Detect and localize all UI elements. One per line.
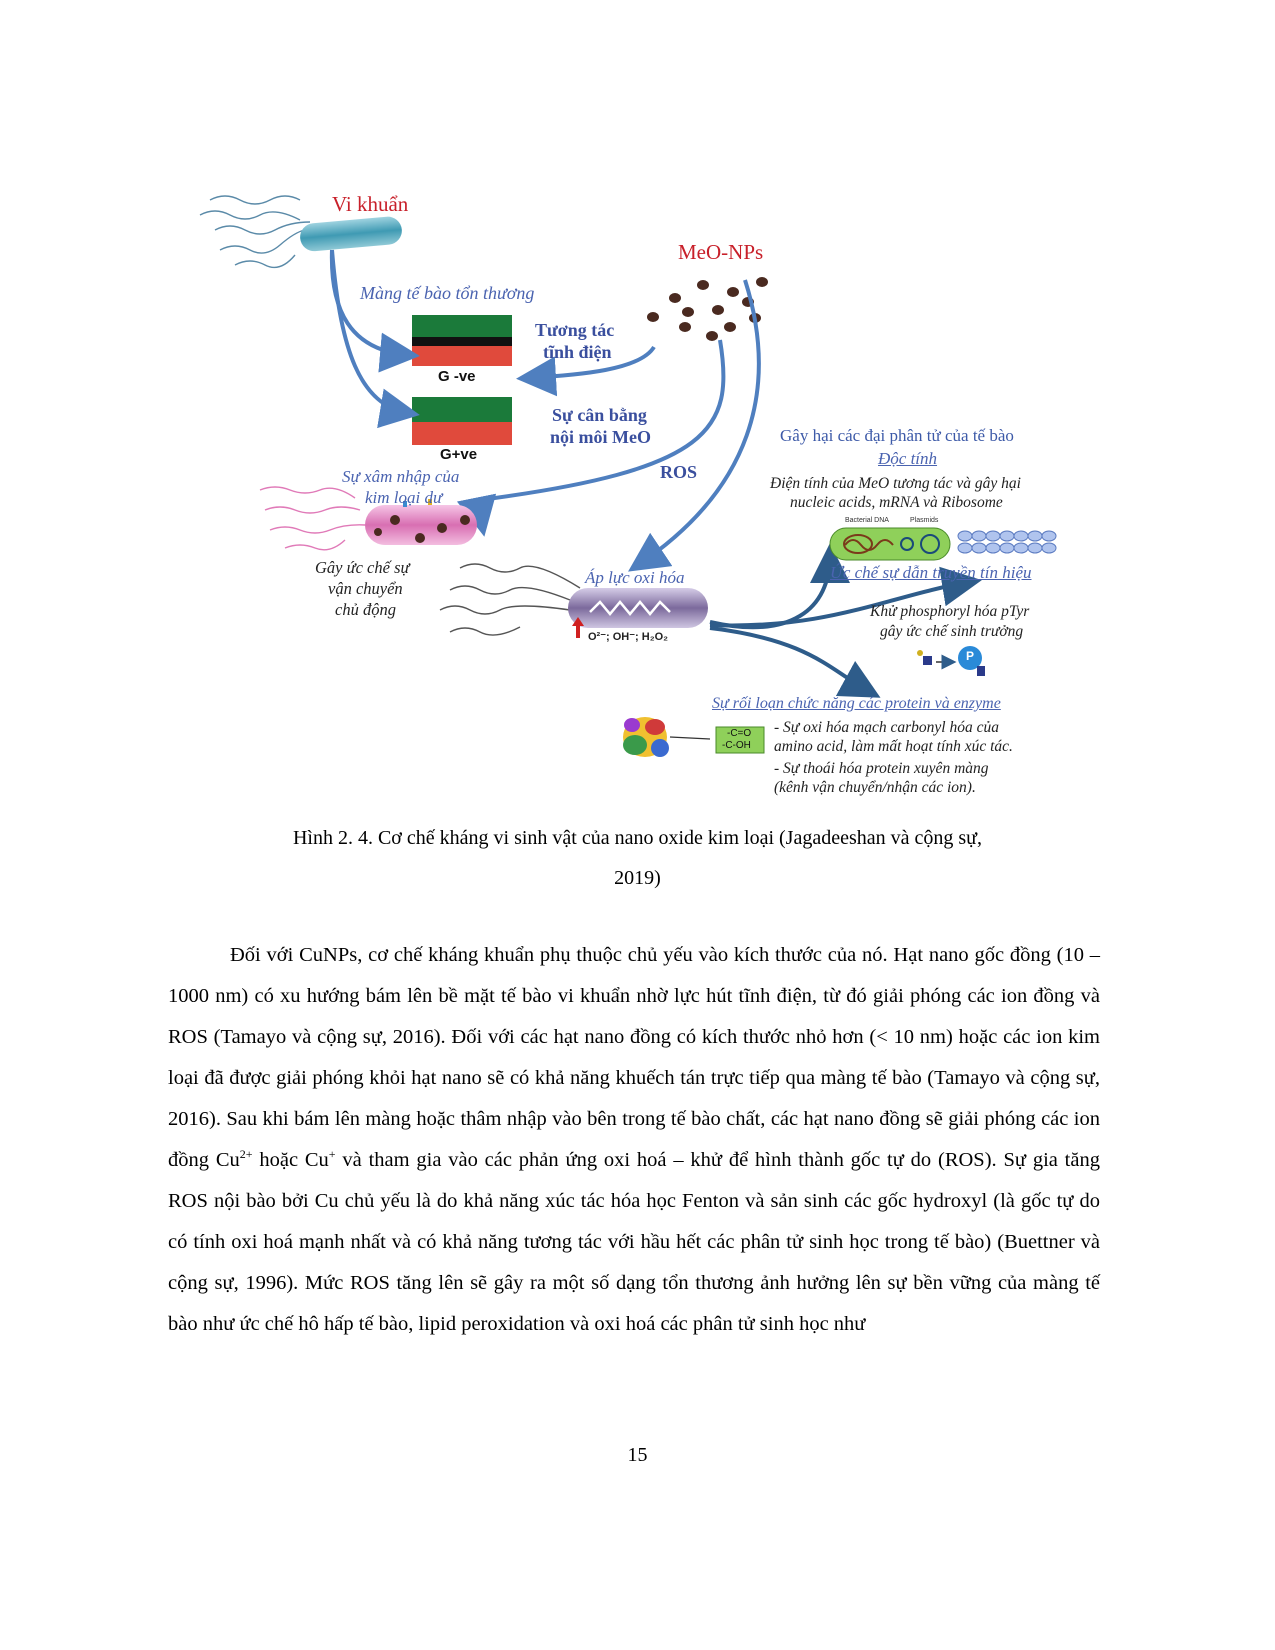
label-bacterial-dna: Bacterial DNA — [845, 517, 889, 524]
paragraph-text-3: và tham gia vào các phản ứng oxi hoá – k… — [168, 1149, 1100, 1335]
dna-plasmid-cell — [829, 527, 1057, 561]
label-roi-loan: Sự rối loạn chức năng các protein và enz… — [712, 695, 1001, 712]
label-uc-che-3: chủ động — [335, 600, 396, 619]
label-g-pos: G+ve — [440, 446, 478, 463]
label-mang-te-bao: Màng tế bào tổn thương — [360, 283, 535, 303]
membrane-gram-negative — [412, 315, 512, 366]
label-dien-tinh-1: Điện tính của MeO tương tác và gây hại — [770, 475, 1021, 492]
label-khu-phos-1: Khử phosphoryl hóa pTyr — [870, 603, 1030, 620]
caption-line-1: Hình 2. 4. Cơ chế kháng vi sinh vật của … — [292, 827, 983, 849]
figure-caption: Hình 2. 4. Cơ chế kháng vi sinh vật của … — [160, 818, 1115, 898]
label-xam-nhap-2: kim loại dư — [365, 488, 443, 507]
arrows-branching — [709, 543, 982, 698]
figure-antimicrobial-mechanism: Vi khuẩn MeO-NPs Màng tế bào tổn thương … — [190, 170, 1120, 850]
label-gay-hai: Gây hại các đại phân tử của tế bào — [780, 426, 1014, 445]
bacterium-pink — [259, 486, 477, 551]
membrane-gram-positive — [412, 397, 512, 445]
label-xam-nhap-1: Sự xâm nhập của — [342, 467, 460, 486]
body-paragraph: Đối với CuNPs, cơ chế kháng khuẩn phụ th… — [168, 935, 1100, 1345]
label-su-can-bang: Sự cân bằng — [552, 405, 647, 425]
label-uc-che-1: Gây ức chế sự — [315, 558, 410, 577]
label-noi-moi: nội môi MeO — [550, 427, 651, 447]
bacterium-purple — [439, 563, 708, 638]
label-thoai-hoa-2: (kênh vận chuyển/nhận các ion). — [774, 779, 976, 796]
superscript-cu1: + — [328, 1147, 336, 1162]
label-oxi-hoa-2: amino acid, làm mất hoạt tính xúc tác. — [774, 738, 1013, 755]
label-plasmids: Plasmids — [910, 517, 939, 524]
label-ros-species: O²⁻; OH⁻; H₂O₂ — [588, 631, 669, 643]
label-g-neg: G -ve — [438, 368, 476, 385]
label-meo-nps: MeO-NPs — [678, 240, 764, 264]
superscript-cu2: 2+ — [239, 1147, 253, 1162]
label-tuong-tac: Tương tác — [535, 320, 615, 340]
label-uc-che-2: vận chuyển — [328, 579, 403, 598]
meo-nanoparticles — [647, 277, 768, 341]
label-oxi-hoa-1: - Sự oxi hóa mạch carbonyl hóa của — [774, 719, 999, 736]
label-p: P — [966, 649, 975, 663]
label-tinh-dien: tĩnh điện — [543, 342, 612, 362]
label-uc-che-dan: Ức chế sự dẫn truyền tín hiệu — [830, 563, 1032, 582]
paragraph-text-2: hoặc Cu — [252, 1149, 329, 1171]
label-dien-tinh-2: nucleic acids, mRNA và Ribosome — [790, 494, 1003, 511]
label-ros: ROS — [660, 462, 698, 482]
paragraph-text-1: Đối với CuNPs, cơ chế kháng khuẩn phụ th… — [168, 944, 1100, 1171]
label-co: -C=O — [727, 728, 752, 739]
arrows-upper — [329, 249, 761, 572]
label-ap-luc: Áp lực oxi hóa — [585, 568, 685, 587]
diagram-graphic — [199, 195, 1057, 757]
label-vi-khuan: Vi khuẩn — [332, 192, 409, 216]
label-coh: -C-OH — [722, 740, 751, 751]
page-number: 15 — [627, 1444, 648, 1466]
label-khu-phos-2: gây ức chế sinh trưởng — [880, 623, 1024, 640]
protein-structure-icon — [623, 717, 765, 757]
phosphorylation-icon — [917, 646, 985, 676]
label-thoai-hoa-1: - Sự thoái hóa protein xuyên màng — [774, 760, 989, 777]
caption-line-2: 2019) — [614, 867, 661, 889]
label-doc-tinh: Độc tính — [878, 449, 938, 468]
bacterium-top — [199, 195, 402, 269]
